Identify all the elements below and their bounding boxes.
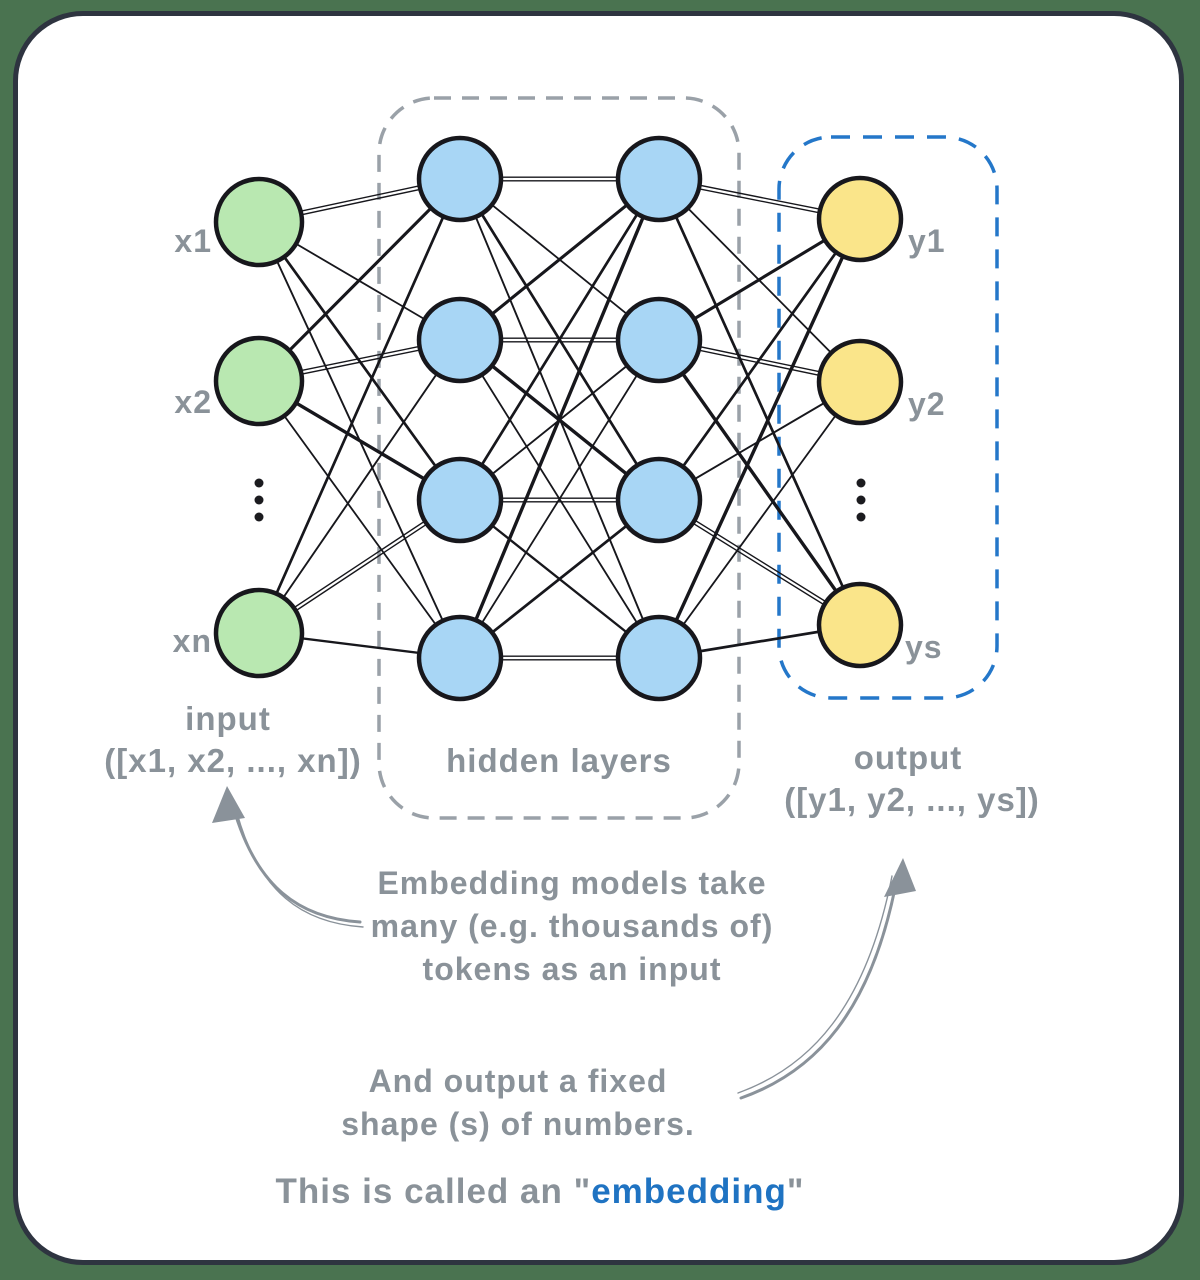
input-node-label: xn (173, 623, 212, 659)
hidden-node (416, 296, 504, 384)
hidden-node (416, 614, 504, 702)
hidden-node (615, 456, 703, 544)
output-node (816, 175, 904, 263)
input-node-label: x1 (174, 223, 212, 259)
arrow-to-output (737, 858, 916, 1100)
edge (657, 177, 862, 627)
arrowhead (884, 858, 916, 897)
input-section-array: ([x1, x2, ..., xn]) (104, 742, 361, 779)
input-ellipsis (254, 478, 264, 522)
output-dashed-box (777, 135, 999, 700)
edge (257, 177, 462, 635)
input-node-label: x2 (174, 384, 212, 420)
ellipsis-dot (254, 495, 264, 505)
output-node-label: y1 (908, 223, 946, 259)
output-node-label: ys (905, 629, 943, 665)
output-node-label: y2 (908, 386, 946, 422)
output-node (816, 581, 904, 669)
edges-group (257, 176, 862, 661)
hidden-node (615, 296, 703, 384)
caption-quote-open: " (573, 1172, 592, 1211)
caption-prefix: This is called an (275, 1172, 574, 1211)
ellipsis-dot (254, 478, 264, 488)
hidden-node (416, 456, 504, 544)
input-node (213, 176, 305, 268)
edge (257, 220, 462, 502)
ellipsis-dot (856, 495, 866, 505)
output-annotation: And output a fixed shape (s) of numbers. (318, 1060, 718, 1146)
output-section-array: ([y1, y2, ..., ys]) (784, 781, 1040, 818)
arrow-to-input (212, 786, 364, 928)
input-section-title: input (185, 700, 271, 737)
edge (657, 217, 862, 502)
edge (258, 339, 461, 634)
annotation-line: tokens as an input (422, 951, 722, 987)
output-node (816, 338, 904, 426)
hidden-node (615, 614, 703, 702)
input-node (213, 587, 305, 679)
edge (458, 177, 661, 502)
ellipsis-dot (856, 478, 866, 488)
hidden-node (416, 135, 504, 223)
edge (657, 217, 862, 660)
edge (658, 381, 861, 659)
canvas-card (13, 11, 1184, 1265)
hidden-section-title: hidden layers (446, 742, 672, 779)
embedding-caption: This is called an "embedding" (230, 1172, 850, 1212)
edge (257, 177, 462, 383)
hidden-node (615, 135, 703, 223)
caption-highlight: embedding (591, 1172, 787, 1211)
annotation-line: Embedding models take (377, 865, 767, 901)
ellipsis-dot (856, 512, 866, 522)
input-node (213, 335, 305, 427)
edge (258, 380, 461, 659)
annotation-line: many (e.g. thousands of) (370, 908, 774, 944)
edge (458, 177, 661, 660)
annotation-line: And output a fixed (368, 1063, 668, 1099)
output-ellipsis (856, 478, 866, 522)
hidden-layers-dashed-box (377, 96, 741, 820)
caption-quote-close: " (786, 1172, 805, 1211)
edge (657, 338, 862, 627)
edge (459, 339, 660, 659)
output-section-title: output (854, 739, 963, 776)
input-annotation: Embedding models take many (e.g. thousan… (368, 862, 776, 991)
nodes-group (213, 135, 904, 702)
arrowhead (212, 786, 245, 823)
annotation-line: shape (s) of numbers. (341, 1106, 695, 1142)
ellipsis-dot (254, 512, 264, 522)
